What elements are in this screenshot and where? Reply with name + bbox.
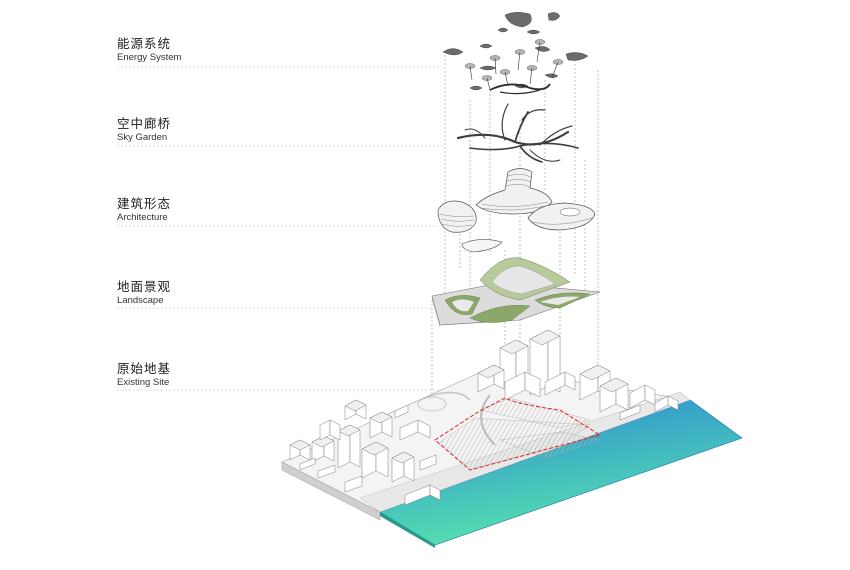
- layer-label-landscape: 地面景观 Landscape: [117, 279, 171, 307]
- layer-title-en: Architecture: [117, 212, 168, 223]
- layer-title-en: Existing Site: [117, 377, 170, 388]
- layer-title-en: Energy System: [117, 52, 182, 63]
- architecture-layer: [437, 168, 596, 253]
- vertical-projection-lines: [431, 55, 599, 470]
- landscape-layer: [431, 257, 601, 328]
- layer-label-sky-garden: 空中廊桥 Sky Garden: [117, 116, 171, 144]
- layer-title-en: Sky Garden: [117, 132, 168, 143]
- sky-garden-layer: [456, 103, 579, 163]
- layer-label-architecture: 建筑形态 Architecture: [117, 196, 171, 224]
- layer-label-energy-system: 能源系统 Energy System: [117, 36, 181, 64]
- layer-title-zh: 建筑形态: [117, 196, 172, 211]
- energy-system-layer: [442, 12, 589, 95]
- layer-title-zh: 空中廊桥: [117, 116, 172, 131]
- layer-title-en: Landscape: [117, 295, 164, 306]
- label-leader-lines: [117, 66, 470, 391]
- existing-site-layer: [281, 329, 743, 548]
- layer-title-zh: 能源系统: [117, 36, 172, 51]
- layer-title-zh: 原始地基: [117, 361, 172, 376]
- layer-title-zh: 地面景观: [117, 279, 172, 294]
- layer-label-existing-site: 原始地基 Existing Site: [117, 361, 171, 389]
